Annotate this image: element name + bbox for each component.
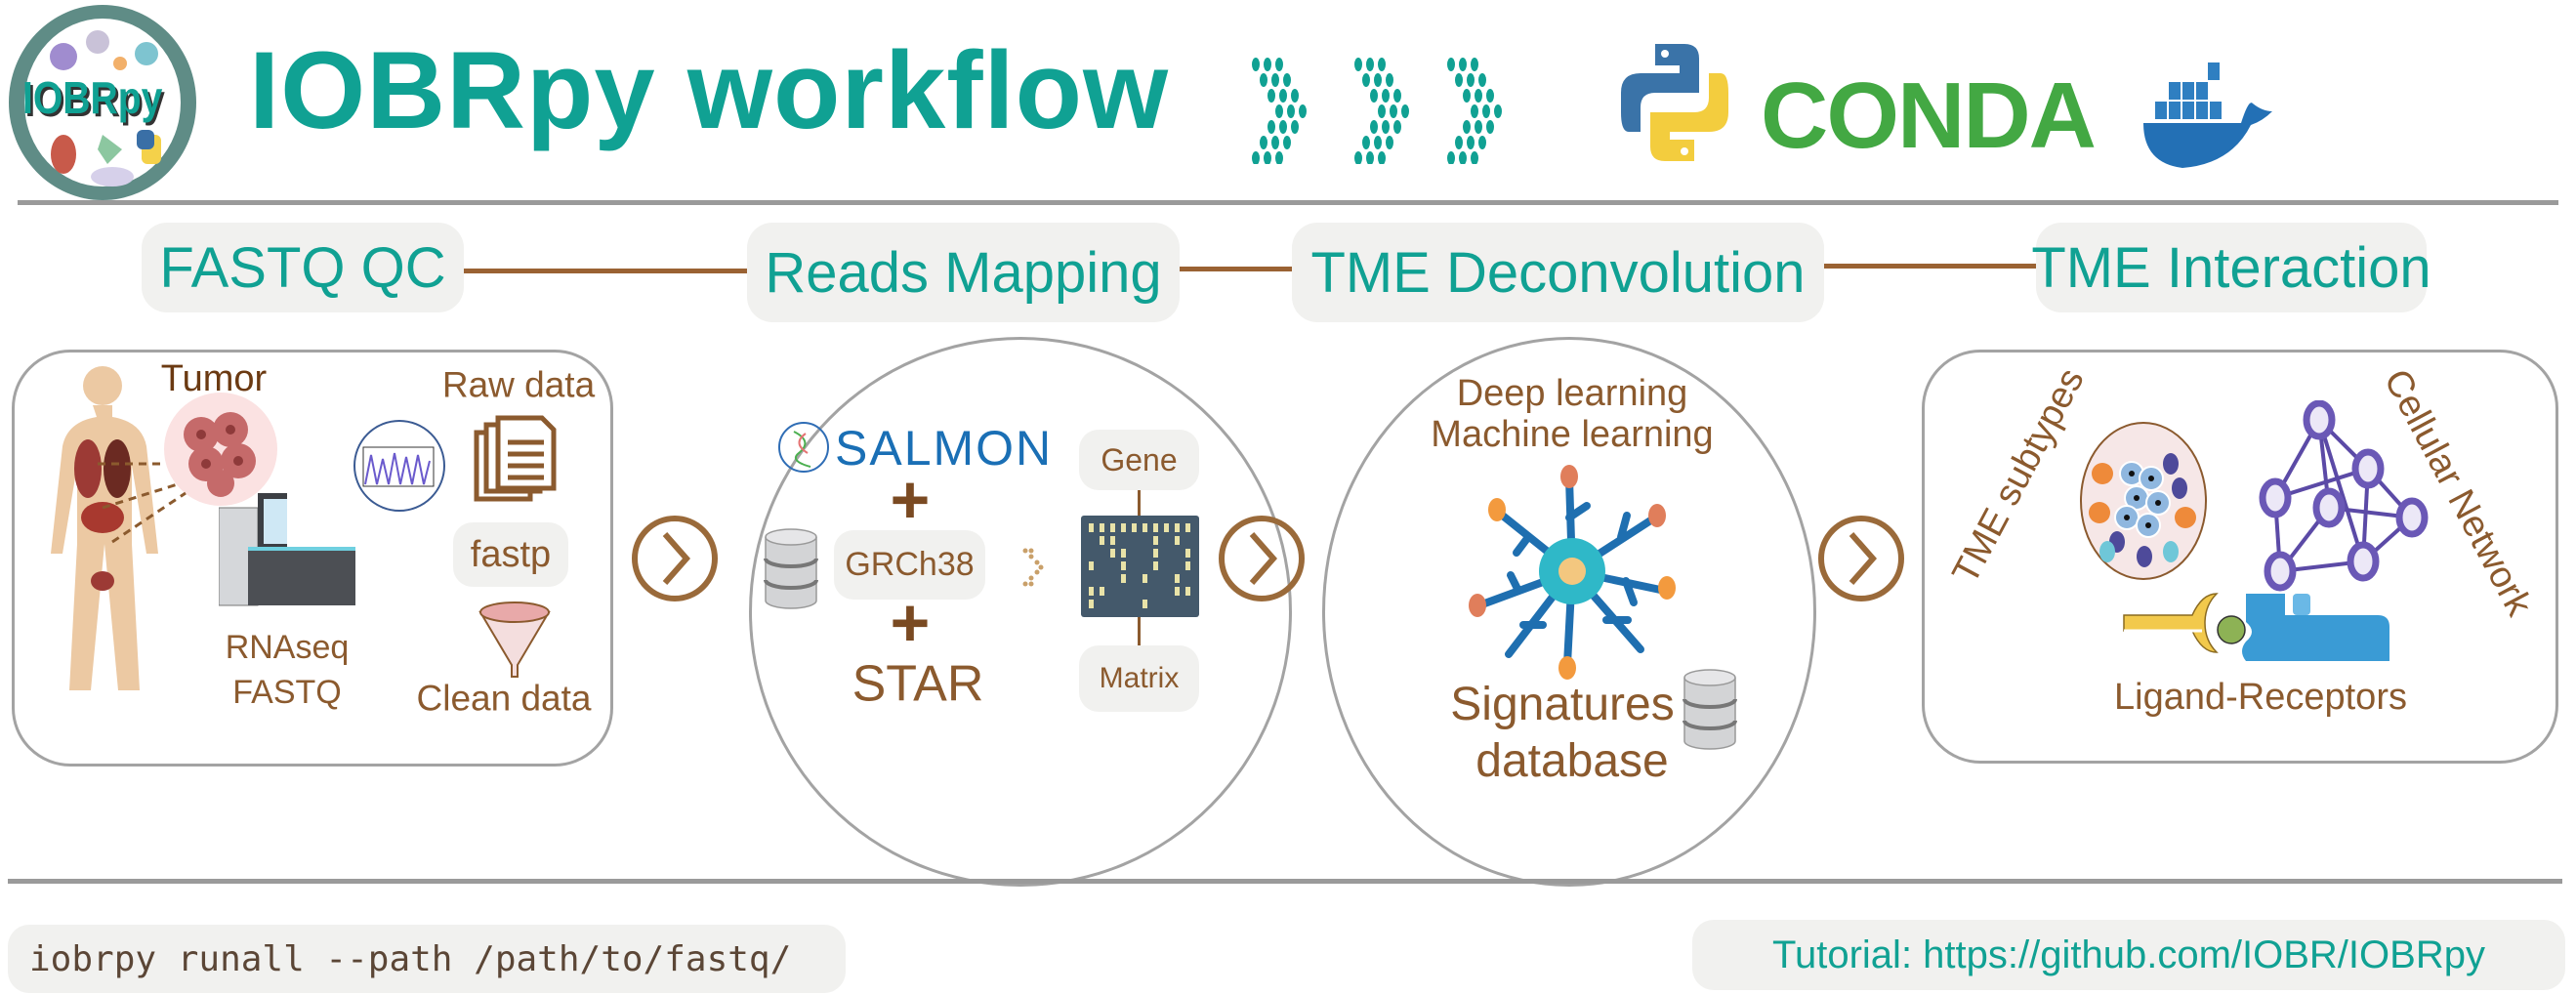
heatmap-cell — [1153, 549, 1158, 558]
plus-sign: + — [890, 584, 931, 661]
heatmap-cell — [1089, 523, 1094, 532]
heatmap-cell — [1153, 536, 1158, 545]
stage-fastq-qc: FASTQ QC — [142, 223, 464, 312]
stage-connector — [464, 269, 749, 273]
header-divider — [18, 200, 2558, 205]
python-logo-icon — [1621, 39, 1728, 171]
heatmap-cell — [1132, 523, 1137, 532]
heatmap-cell — [1089, 600, 1094, 608]
heatmap-cell — [1185, 523, 1190, 532]
rnaseq-label: RNAseq — [225, 629, 350, 667]
chevrons-icon — [1250, 57, 1533, 169]
expression-matrix-icon — [1081, 516, 1199, 617]
ligand-receptor-icon — [2119, 591, 2402, 674]
heatmap-cell — [1121, 561, 1126, 570]
heatmap-cell — [1100, 587, 1104, 596]
database-icon — [1683, 668, 1737, 756]
gene-chip: Gene — [1079, 430, 1199, 490]
heatmap-cell — [1121, 549, 1126, 558]
signatures-label: Signatures — [1450, 678, 1675, 730]
cellular-network-icon — [2256, 399, 2431, 601]
heatmap-cell — [1110, 536, 1115, 545]
interaction-panel — [1922, 350, 2558, 764]
grch38-chip: GRCh38 — [834, 530, 985, 600]
heatmap-cell — [1110, 549, 1115, 558]
human-body-icon — [39, 361, 166, 713]
docker-logo-icon — [2143, 61, 2280, 173]
heatmap-cell — [1089, 587, 1094, 596]
heatmap-cell — [1110, 523, 1115, 532]
heatmap-cell — [1185, 587, 1190, 596]
tutorial-link[interactable]: Tutorial: https://github.com/IOBR/IOBRpy — [1692, 920, 2565, 990]
heatmap-cell — [1143, 600, 1147, 608]
heatmap-cell — [1175, 574, 1180, 583]
iobrpy-logo: IOBRpy — [5, 3, 200, 203]
machine-learning-label: Machine learning — [1431, 414, 1714, 456]
stage-connector — [1824, 264, 2038, 269]
heatmap-cell — [1185, 561, 1190, 570]
matrix-chip: Matrix — [1079, 645, 1199, 712]
database-label: database — [1475, 734, 1669, 787]
stage-tme-deconvolution: TME Deconvolution — [1292, 223, 1824, 322]
heatmap-cell — [1153, 561, 1158, 570]
heatmap-cell — [1143, 523, 1147, 532]
heatmap-cell — [1175, 587, 1180, 596]
chevron-right-icon — [1849, 532, 1877, 585]
plus-sign: + — [890, 461, 931, 538]
deconvolution-panel — [1322, 337, 1816, 887]
heatmap-cell — [1143, 574, 1147, 583]
stage-tme-interaction: TME Interaction — [2031, 223, 2431, 312]
heatmap-cell — [1100, 523, 1104, 532]
stage-connector — [1180, 267, 1295, 271]
qc-panel — [12, 350, 613, 767]
heatmap-cell — [1185, 549, 1190, 558]
stage-reads-mapping: Reads Mapping — [747, 223, 1180, 322]
footer-divider — [8, 879, 2562, 884]
star-label: STAR — [852, 655, 984, 713]
dashed-leader-lines — [98, 462, 187, 544]
funnel-icon — [478, 601, 551, 684]
tme-cells-icon — [2078, 420, 2209, 587]
heatmap-cell — [1164, 523, 1169, 532]
chromatogram-magnifier-icon — [352, 418, 447, 518]
command-snippet[interactable]: iobrpy runall --path /path/to/fastq/ — [8, 925, 846, 993]
salmon-label: SALMON — [835, 421, 1054, 476]
mapping-panel — [749, 337, 1292, 887]
next-step-button-3[interactable] — [1818, 516, 1904, 601]
heatmap-cell — [1175, 523, 1180, 532]
chevron-right-icon — [1249, 532, 1277, 585]
heatmap-cell — [1121, 574, 1126, 583]
heatmap-cell — [1100, 536, 1104, 545]
heatmap-cell — [1121, 523, 1126, 532]
fastq-label: FASTQ — [232, 674, 342, 712]
next-step-button-2[interactable] — [1219, 516, 1305, 601]
tumor-cells-icon — [162, 391, 279, 513]
database-icon — [764, 527, 818, 615]
chevron-right-icon — [662, 532, 690, 585]
deep-learning-label: Deep learning — [1456, 373, 1688, 415]
fastp-chip: fastp — [453, 522, 568, 587]
heatmap-cell — [1175, 536, 1180, 545]
heatmap-cell — [1089, 561, 1094, 570]
heatmap-cell — [1153, 523, 1158, 532]
clean-data-label: Clean data — [416, 678, 592, 719]
ligand-receptors-label: Ligand-Receptors — [2114, 677, 2407, 719]
raw-data-label: Raw data — [441, 364, 596, 405]
small-chevron-icon — [1021, 547, 1045, 593]
next-step-button-1[interactable] — [632, 516, 718, 601]
sequencer-icon — [218, 493, 365, 615]
logo-text: IOBRpy — [22, 72, 163, 123]
documents-icon — [474, 415, 561, 508]
conda-logo: CONDA — [1761, 63, 2097, 168]
neuron-icon — [1460, 459, 1684, 688]
page-title: IOBRpy workflow — [249, 29, 1170, 151]
tumor-label: Tumor — [160, 358, 268, 400]
salmon-logo-icon — [776, 420, 831, 479]
